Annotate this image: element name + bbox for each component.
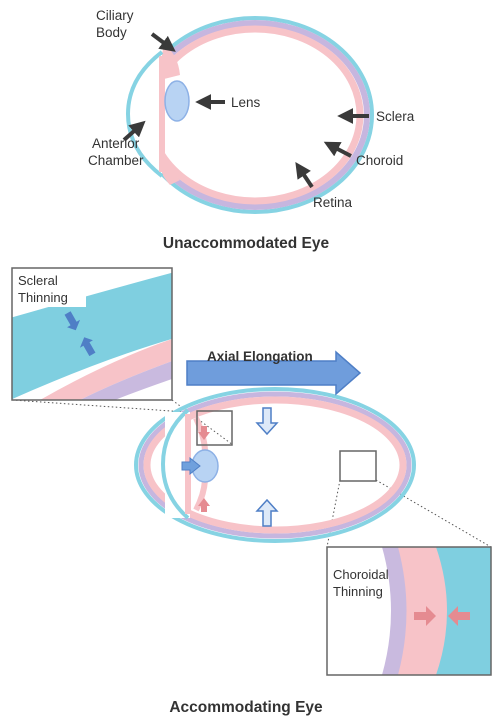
caption-accommodating: Accommodating Eye	[169, 699, 323, 716]
accommodating-eye: Axial Elongation Scleral Thinning	[10, 268, 492, 716]
unaccommodated-eye: Ciliary Body Lens Sclera Anterior Chambe…	[88, 8, 415, 252]
axial-elongation-label: Axial Elongation	[207, 349, 313, 364]
inset-scleral-label-2: Thinning	[18, 290, 68, 305]
compress-arrow-up	[257, 500, 277, 526]
label-retina: Retina	[313, 195, 353, 210]
inset-choroidal-thinning: Choroidal Thinning	[327, 547, 492, 675]
label-lens: Lens	[231, 95, 261, 110]
compress-arrow-down	[257, 408, 277, 434]
label-ciliary-body-2: Body	[96, 25, 127, 40]
zoom-box-right[interactable]	[340, 451, 376, 481]
caption-unaccommodated: Unaccommodated Eye	[163, 235, 330, 252]
label-anterior-1: Anterior	[92, 136, 140, 151]
inset-scleral-label-1: Scleral	[18, 273, 58, 288]
inset-scleral-thinning: Scleral Thinning	[10, 268, 175, 400]
pointer-ciliary	[152, 34, 172, 49]
label-anterior-2: Chamber	[88, 153, 144, 168]
pointer-retina	[298, 166, 312, 187]
lens-shape	[165, 81, 189, 121]
label-sclera: Sclera	[376, 109, 415, 124]
inset-choroidal-label-2: Thinning	[333, 584, 383, 599]
label-ciliary-body-1: Ciliary	[96, 8, 134, 23]
label-choroid: Choroid	[356, 153, 403, 168]
connector-left-1	[12, 400, 200, 413]
inset-choroidal-label-1: Choroidal	[333, 567, 389, 582]
